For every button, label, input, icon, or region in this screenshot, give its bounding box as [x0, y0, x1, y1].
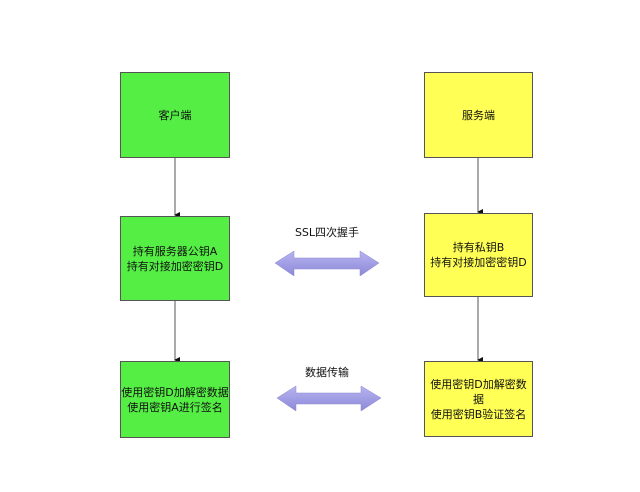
client-data-line: 使用密钥A进行签名: [127, 400, 223, 414]
server-data-box: 使用密钥D加解密数据使用密钥B验证签名: [424, 361, 533, 437]
handshake-label: SSL四次握手: [294, 226, 360, 239]
double-arrow-transfer: [276, 385, 382, 412]
double-arrow-handshake: [274, 250, 380, 277]
server-key-line: 持有私钥B: [452, 241, 505, 254]
server-key-line: 持有对接加密密钥D: [430, 256, 527, 269]
client-box: 客户端: [120, 72, 230, 158]
server-data-line: 使用密钥D加解密数据: [430, 377, 527, 406]
client-key-line: 持有对接加密密钥D: [126, 259, 224, 273]
client-data-box: 使用密钥D加解密数据使用密钥A进行签名: [120, 361, 230, 438]
server-box: 服务端: [424, 72, 533, 158]
transfer-label: 数据传输: [305, 366, 349, 379]
client-data-line: 使用密钥D加解密数据: [121, 385, 229, 399]
client-title: 客户端: [158, 108, 192, 122]
client-key-line: 持有服务器公钥A: [132, 244, 218, 258]
server-title: 服务端: [462, 108, 495, 122]
server-data-line: 使用密钥B验证签名: [430, 407, 527, 421]
server-keys-box: 持有私钥B 持有对接加密密钥D: [424, 213, 533, 297]
